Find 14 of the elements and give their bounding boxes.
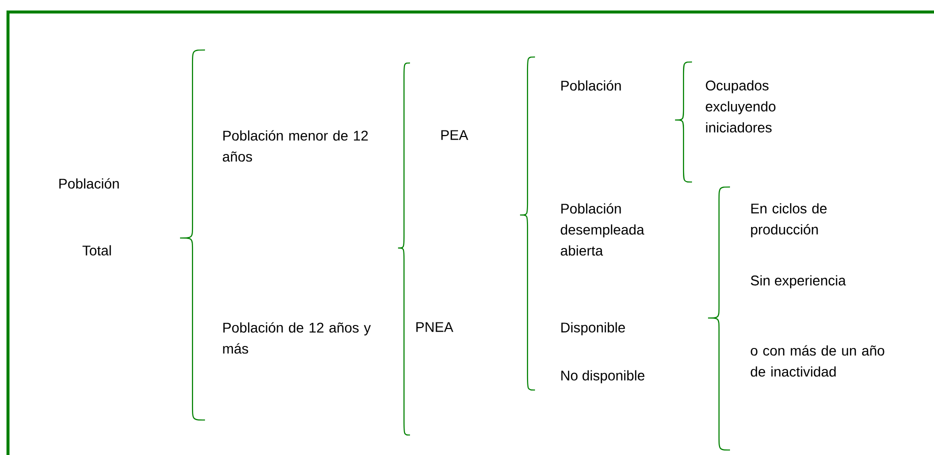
label-text: Total — [82, 245, 111, 256]
label-text: Población menor de 12 años — [222, 130, 368, 162]
label-text: Ocupados excluyendo iniciadores — [706, 80, 776, 132]
label-text: En ciclos de producción — [751, 203, 827, 238]
label-text: Población — [561, 80, 621, 91]
label-text: No disponible — [561, 370, 644, 384]
label-text: Población desempleada abierta — [560, 203, 644, 256]
label-text: Población — [59, 178, 119, 189]
label-text: Población de 12 años y más — [223, 322, 371, 354]
label-text: Sin experiencia — [750, 275, 846, 288]
label-text: PEA — [441, 130, 468, 140]
label-text: PNEA — [416, 322, 454, 332]
label-text: Disponible — [561, 322, 625, 336]
label-text: o con más de un año de inactividad — [750, 345, 884, 377]
